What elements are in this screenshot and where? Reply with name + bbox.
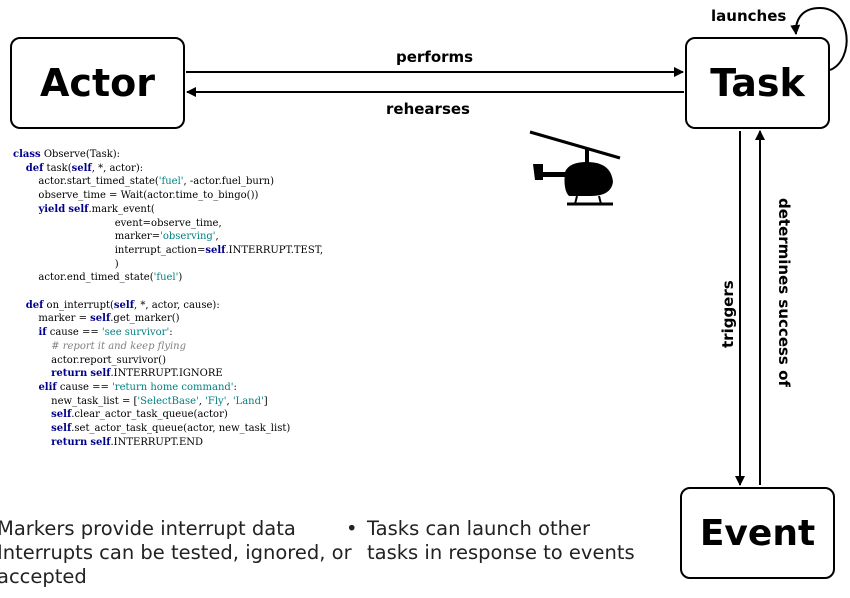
event-node: Event [680, 487, 835, 579]
code-line: if cause == 'see survivor': [38, 327, 173, 339]
bullet-item: Interrupts can be tested, ignored, or ac… [0, 541, 367, 589]
code-line: class Observe(Task): [13, 149, 121, 160]
code-line: yield self.mark_event( [38, 203, 155, 215]
launches-loop-arrow [790, 6, 848, 71]
event-label: Event [699, 512, 816, 554]
code-line: self.clear_actor_task_queue(actor) [51, 409, 228, 421]
launches-label: launches [711, 7, 787, 25]
triggers-label: triggers [719, 280, 737, 348]
task-node: Task [685, 37, 830, 129]
code-line: # report it and keep flying [51, 340, 187, 352]
code-line: observe_time = Wait(actor.time_to_bingo(… [13, 190, 259, 202]
code-line: ) [13, 258, 119, 270]
code-line: actor.end_timed_state('fuel') [13, 272, 183, 284]
helicopter-icon [529, 130, 621, 206]
task-label: Task [710, 61, 805, 105]
code-line: actor.start_timed_state('fuel', -actor.f… [13, 176, 274, 188]
actor-label: Actor [40, 61, 155, 105]
code-line: return self.INTERRUPT.IGNORE [51, 368, 223, 380]
rehearses-label: rehearses [386, 100, 470, 118]
code-line: elif cause == 'return home command': [38, 381, 237, 393]
bullet-text: Interrupts can be tested, ignored, or ac… [0, 541, 352, 588]
code-line: self.set_actor_task_queue(actor, new_tas… [51, 423, 291, 435]
bullet-text: Markers provide interrupt data [0, 517, 296, 540]
bullet-item: Markers provide interrupt data [0, 517, 367, 541]
bullet-text: Tasks can launch other tasks in response… [367, 517, 635, 564]
performs-label: performs [396, 48, 474, 66]
code-line: event=observe_time, [13, 217, 222, 229]
bullet-item: • Tasks can launch other tasks in respon… [346, 517, 637, 565]
code-line: return self.INTERRUPT.END [51, 436, 204, 448]
code-line: new_task_list = ['SelectBase', 'Fly', 'L… [13, 395, 268, 407]
code-line: marker='observing', [13, 231, 219, 243]
code-line: marker = self.get_marker() [13, 313, 180, 325]
code-line: interrupt_action=self.INTERRUPT.TEST, [13, 244, 324, 256]
right-bullet-list: • Tasks can launch other tasks in respon… [346, 517, 637, 565]
actor-node: Actor [10, 37, 185, 129]
determines-success-label: determines success of [775, 198, 793, 387]
left-bullet-list: Markers provide interrupt data Interrupt… [0, 517, 367, 589]
code-line: actor.report_survivor() [13, 354, 166, 366]
code-block: class Observe(Task): def task(self, *, a… [13, 148, 323, 449]
bullet-dot: • [346, 517, 358, 540]
code-line: def task(self, *, actor): [25, 162, 144, 174]
code-line: def on_interrupt(self, *, actor, cause): [25, 299, 220, 311]
